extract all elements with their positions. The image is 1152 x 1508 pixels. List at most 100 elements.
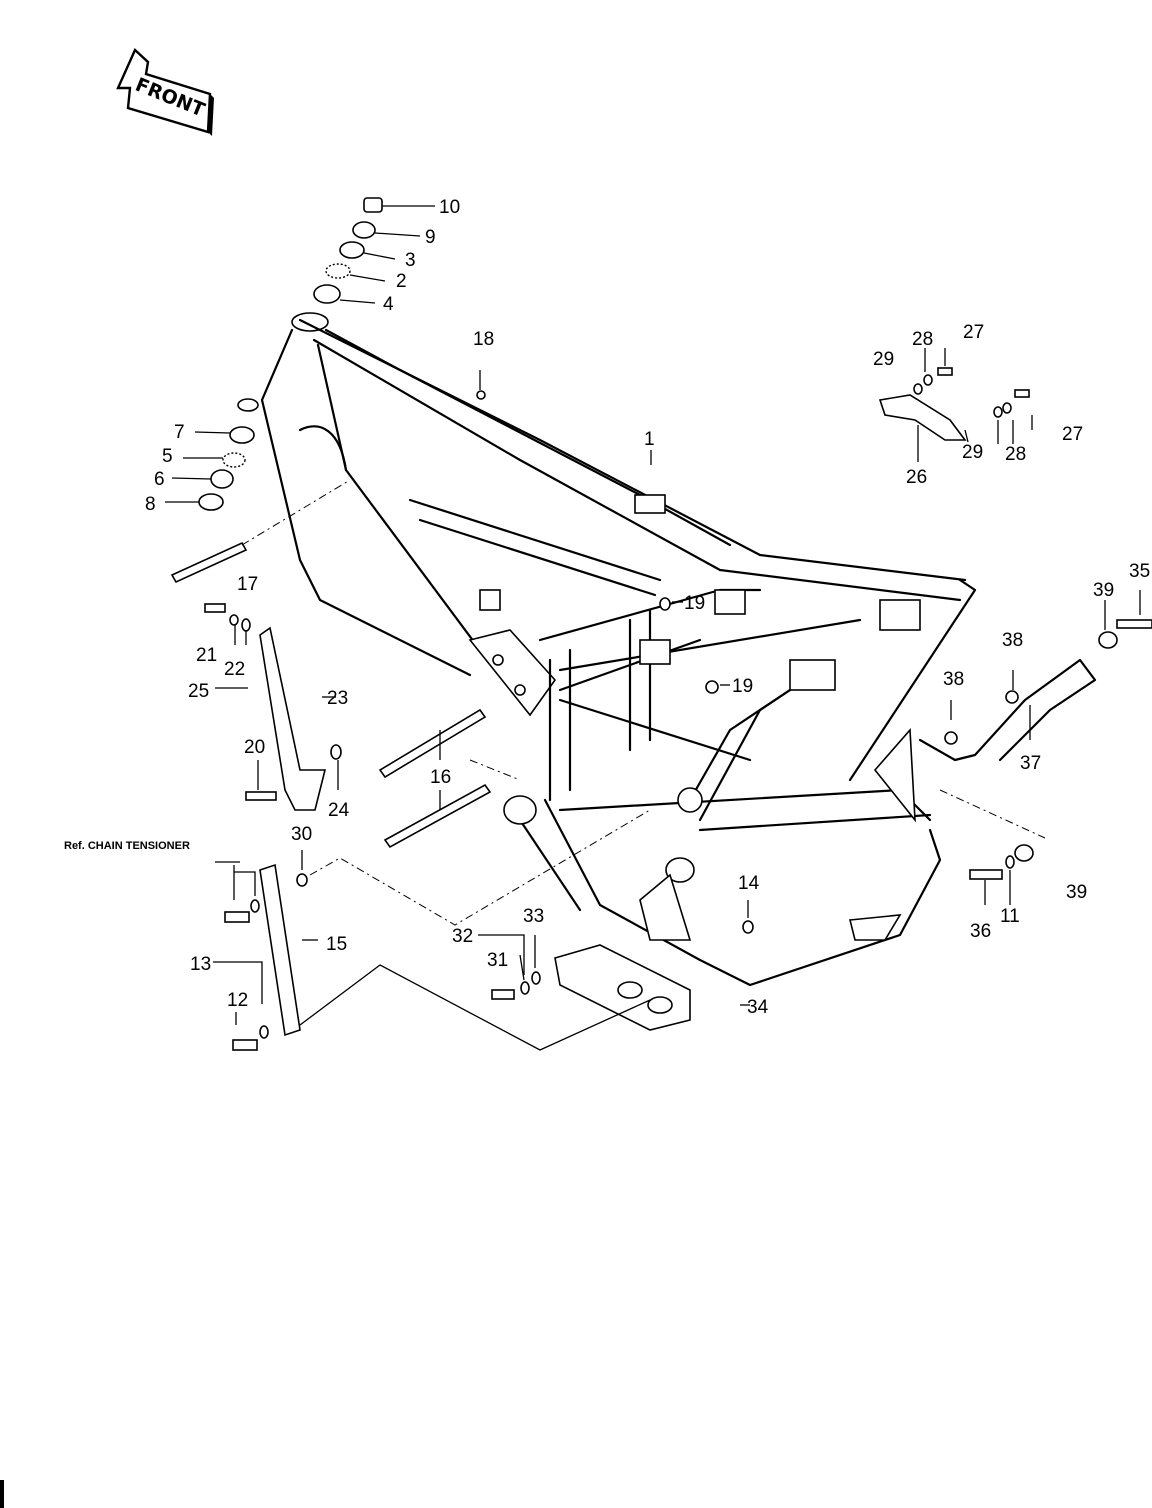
ref-chain-tensioner-note: Ref. CHAIN TENSIONER xyxy=(64,840,190,852)
part-19-nut-upper xyxy=(659,597,671,611)
part-15-plate xyxy=(259,863,301,1037)
callout-7: 7 xyxy=(174,422,185,443)
part-13-washer xyxy=(250,899,260,913)
part-31-bolt xyxy=(491,989,515,1000)
part-13-bolt xyxy=(224,911,250,923)
callout-35: 35 xyxy=(1129,561,1150,582)
page-edge-mark xyxy=(0,1480,4,1508)
callout-16: 16 xyxy=(430,767,451,788)
callout-3: 3 xyxy=(405,250,416,271)
part-22-washer xyxy=(229,614,239,626)
callout-2: 2 xyxy=(396,271,407,292)
callout-27-lower: 27 xyxy=(1062,424,1083,445)
part-12-washer xyxy=(259,1025,269,1039)
callout-numbers: 1 2 3 4 5 6 7 8 9 10 11 12 13 14 15 16 1… xyxy=(145,197,1150,1018)
part-28-washer-upper xyxy=(923,374,933,386)
callout-28-lower: 28 xyxy=(1005,444,1026,465)
part-30-washer xyxy=(296,873,308,887)
part-2-balls xyxy=(325,263,351,279)
callout-5: 5 xyxy=(162,446,173,467)
callout-36: 36 xyxy=(970,921,991,942)
callout-6: 6 xyxy=(154,469,165,490)
callout-24: 24 xyxy=(328,800,350,821)
callout-19-lower: 19 xyxy=(732,676,753,697)
callout-10: 10 xyxy=(439,197,460,218)
part-35-bolt xyxy=(1116,619,1152,629)
callout-18: 18 xyxy=(473,329,494,350)
callout-39-upper: 39 xyxy=(1093,580,1114,601)
callout-15: 15 xyxy=(326,934,347,955)
callout-37: 37 xyxy=(1020,753,1041,774)
part-27-screw-upper xyxy=(937,367,953,376)
callout-21: 21 xyxy=(196,645,217,666)
callout-20: 20 xyxy=(244,737,265,758)
callout-32: 32 xyxy=(452,926,473,947)
part-29-washer-upper xyxy=(913,383,923,395)
part-21-bolt xyxy=(204,603,226,613)
callout-30: 30 xyxy=(291,824,312,845)
part-14-nut xyxy=(742,920,754,934)
part-16-bolt-upper xyxy=(378,708,487,779)
callout-28-upper: 28 xyxy=(912,329,933,350)
callout-11: 11 xyxy=(1000,906,1020,927)
callout-33: 33 xyxy=(523,906,544,927)
part-12-bolt xyxy=(232,1039,258,1051)
part-20-bolt xyxy=(245,791,277,801)
part-38-nut-lower xyxy=(944,731,958,745)
callout-39-lower: 39 xyxy=(1066,882,1087,903)
callout-19-upper: 19 xyxy=(684,593,705,614)
callout-13: 13 xyxy=(190,954,211,975)
callout-38-lower: 38 xyxy=(943,669,964,690)
part-8-race xyxy=(198,493,224,511)
callout-22: 22 xyxy=(224,659,245,680)
part-33-washer xyxy=(531,971,541,985)
callout-17: 17 xyxy=(237,574,258,595)
part-24-nut xyxy=(330,744,342,760)
part-39-collar-upper xyxy=(1098,631,1118,649)
callout-12: 12 xyxy=(227,990,248,1011)
part-19-nut-lower xyxy=(705,680,719,694)
part-6-seal xyxy=(210,469,234,489)
part-5-balls xyxy=(222,452,246,468)
part-32-washer xyxy=(520,981,530,995)
hardware-parts xyxy=(170,367,1152,1051)
callout-38-upper: 38 xyxy=(1002,630,1023,651)
part-38-nut-upper xyxy=(1005,690,1019,704)
part-3-bearing xyxy=(339,241,365,259)
part-28-washer-lower xyxy=(1002,402,1012,414)
part-39-collar-lower xyxy=(1014,844,1034,862)
callout-25: 25 xyxy=(188,681,209,702)
part-17-bolt xyxy=(170,541,248,584)
callout-8: 8 xyxy=(145,494,156,515)
callout-4: 4 xyxy=(383,294,394,315)
part-9-washer xyxy=(352,221,376,239)
main-frame xyxy=(237,312,977,987)
part-18-nut xyxy=(476,390,486,400)
part-11-washer xyxy=(1005,855,1015,869)
callout-1: 1 xyxy=(644,429,655,450)
part-37-bracket xyxy=(918,658,1097,762)
callout-31: 31 xyxy=(487,950,508,971)
callout-34: 34 xyxy=(747,997,769,1018)
callout-14: 14 xyxy=(738,873,760,894)
part-25-nut xyxy=(241,618,251,632)
part-10-nut xyxy=(363,197,383,213)
callout-29-upper: 29 xyxy=(873,349,894,370)
part-7-race xyxy=(229,426,255,444)
leader-lines xyxy=(213,348,1141,1051)
part-36-bolt xyxy=(969,869,1003,880)
callout-9: 9 xyxy=(425,227,436,248)
steering-stem-parts xyxy=(165,197,435,511)
part-26-bracket xyxy=(878,394,967,441)
part-4-race xyxy=(313,284,341,304)
callout-27-upper: 27 xyxy=(963,322,984,343)
callout-29-lower: 29 xyxy=(962,442,983,463)
part-27-screw-lower xyxy=(1014,389,1030,398)
callout-26: 26 xyxy=(906,467,927,488)
callout-23: 23 xyxy=(327,688,348,709)
front-direction-arrow-icon: FRONT xyxy=(116,47,214,136)
part-29-washer-lower xyxy=(993,406,1003,418)
part-16-bolt-lower xyxy=(383,783,492,849)
part-23-bracket xyxy=(259,626,327,811)
